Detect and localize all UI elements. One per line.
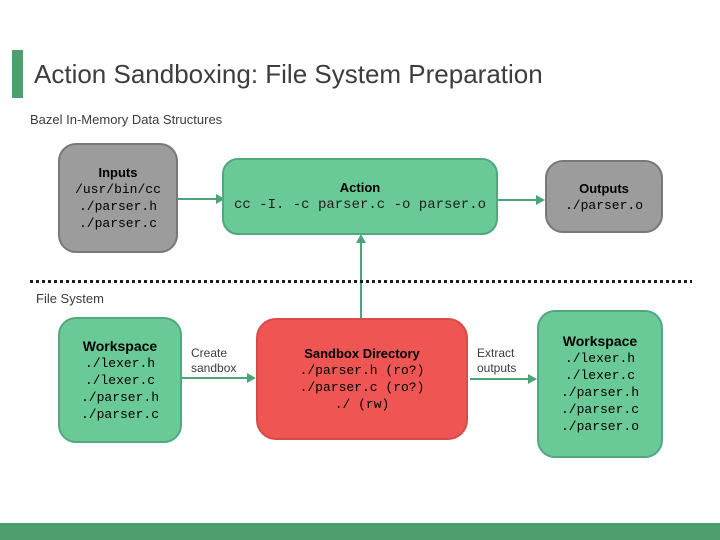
arrow-right-icon bbox=[536, 195, 545, 205]
workspace-before-line: ./lexer.c bbox=[84, 372, 156, 388]
workspace-after-line: ./lexer.c bbox=[564, 368, 636, 383]
inputs-box-line: ./parser.c bbox=[78, 216, 157, 231]
workspace-after-line: ./parser.h bbox=[560, 385, 639, 400]
inputs-box-title: Inputs bbox=[98, 165, 138, 180]
workspace-before-line: ./lexer.h bbox=[84, 355, 156, 371]
workspace-before-box: Workspace ./lexer.h ./lexer.c ./parser.h… bbox=[58, 317, 182, 443]
arrow-right-icon bbox=[528, 374, 537, 384]
outputs-box-title: Outputs bbox=[579, 180, 629, 196]
inputs-box: Inputs /usr/bin/cc ./parser.h ./parser.c bbox=[58, 143, 178, 253]
inputs-box-line: /usr/bin/cc bbox=[75, 182, 161, 197]
outputs-box-line: ./parser.o bbox=[564, 197, 643, 213]
create-sandbox-arrow bbox=[182, 377, 249, 379]
filesystem-section-label: File System bbox=[36, 291, 104, 306]
inputs-to-action-arrow bbox=[178, 198, 218, 200]
outputs-box: Outputs ./parser.o bbox=[545, 160, 663, 233]
inputs-box-line: ./parser.h bbox=[78, 199, 157, 214]
action-box-command: cc -I. -c parser.c -o parser.o bbox=[233, 197, 487, 213]
arrow-up-icon bbox=[356, 234, 366, 243]
slide-footer-bar bbox=[0, 523, 720, 540]
action-box: Action cc -I. -c parser.c -o parser.o bbox=[222, 158, 498, 235]
title-accent-bar bbox=[12, 50, 23, 98]
arrow-right-icon bbox=[216, 194, 225, 204]
workspace-before-title: Workspace bbox=[82, 337, 158, 354]
workspace-before-line: ./parser.h bbox=[80, 389, 159, 405]
workspace-after-line: ./parser.o bbox=[560, 419, 639, 434]
workspace-after-title: Workspace bbox=[562, 333, 638, 349]
action-box-title: Action bbox=[339, 180, 381, 195]
sandbox-directory-box: Sandbox Directory ./parser.h (ro?) ./par… bbox=[256, 318, 468, 440]
sandbox-box-line: ./ (rw) bbox=[334, 397, 390, 412]
sandbox-box-line: ./parser.h (ro?) bbox=[299, 363, 425, 378]
sandbox-box-title: Sandbox Directory bbox=[304, 346, 420, 361]
sandbox-box-line: ./parser.c (ro?) bbox=[299, 380, 425, 395]
extract-outputs-arrow bbox=[470, 378, 530, 380]
memory-section-label: Bazel In-Memory Data Structures bbox=[30, 112, 223, 127]
workspace-after-box: Workspace ./lexer.h ./lexer.c ./parser.h… bbox=[537, 310, 663, 458]
extract-outputs-label: Extract outputs bbox=[477, 346, 517, 375]
arrow-right-icon bbox=[247, 373, 256, 383]
workspace-after-line: ./lexer.h bbox=[564, 351, 636, 366]
workspace-after-line: ./parser.c bbox=[560, 402, 639, 417]
action-to-outputs-arrow bbox=[498, 199, 538, 201]
memory-filesystem-divider bbox=[30, 280, 692, 283]
slide-title: Action Sandboxing: File System Preparati… bbox=[34, 59, 543, 89]
workspace-before-line: ./parser.c bbox=[80, 406, 159, 422]
create-sandbox-label: Create sandbox bbox=[191, 346, 237, 375]
